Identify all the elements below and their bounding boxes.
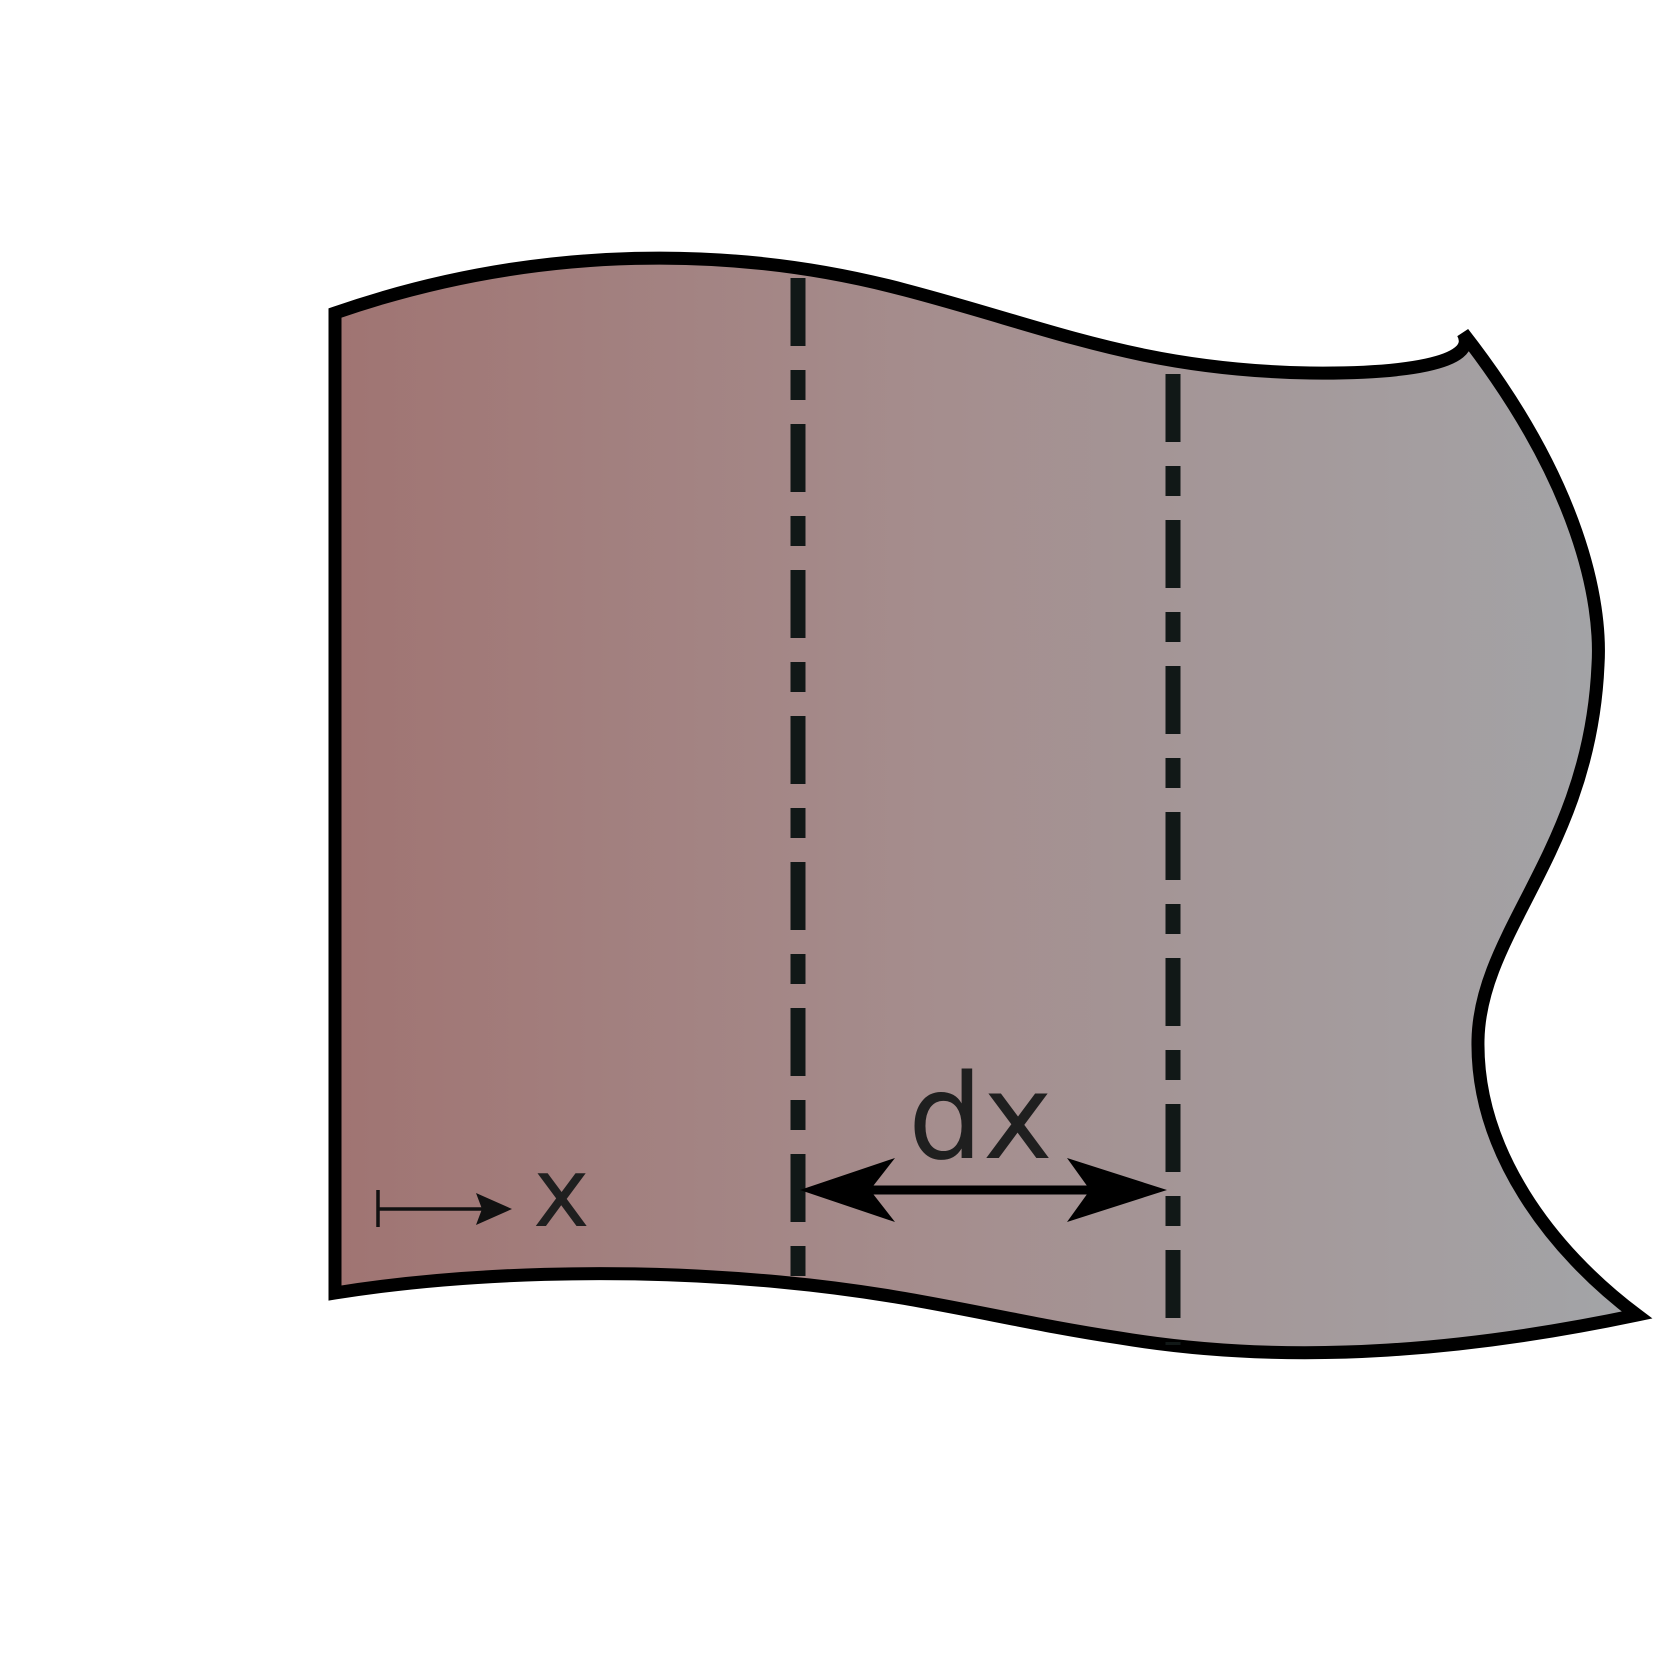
dx-right-arrowhead-icon [1067, 1158, 1167, 1222]
x-direction-arrow [376, 1190, 512, 1227]
x-arrow-head-icon [476, 1193, 512, 1225]
dx-label: dx [908, 1048, 1053, 1186]
slab-body [328, 251, 1653, 1360]
x-label: x [533, 1137, 590, 1249]
dx-left-arrowhead-icon [800, 1158, 895, 1222]
dx-dimension-arrow [800, 1158, 1167, 1222]
